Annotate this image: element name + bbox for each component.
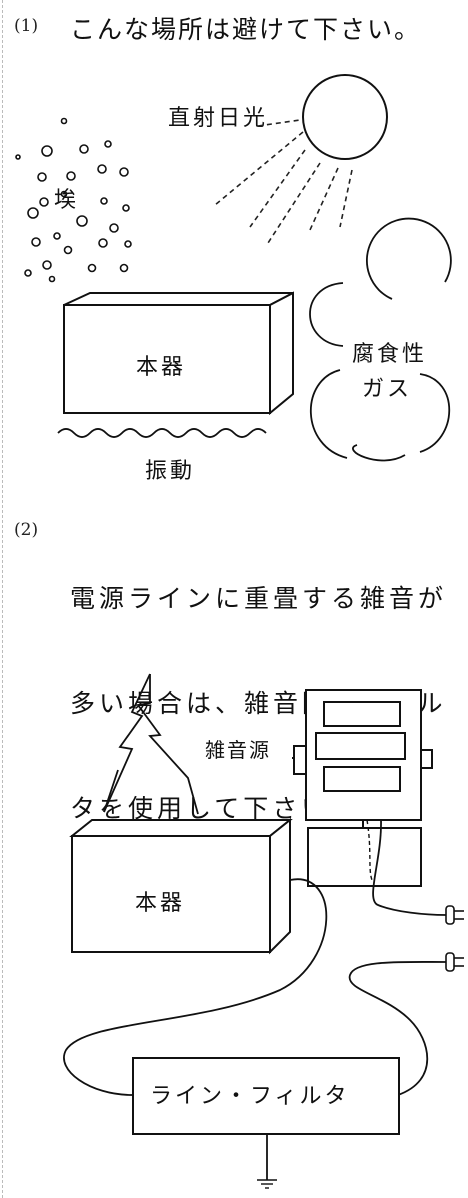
line-filter-label: ライン・フィルタ xyxy=(150,1084,350,1109)
dust-label: 埃 xyxy=(54,188,80,213)
sun-icon xyxy=(303,75,387,159)
section1-number: (1) xyxy=(14,16,39,36)
sunlight-label: 直射日光 xyxy=(168,106,269,131)
device-label-1: 本器 xyxy=(136,355,187,380)
corrosive-gas-label-line1: 腐食性 xyxy=(352,342,428,367)
ground-symbol-icon xyxy=(257,1180,277,1188)
section2-number: (2) xyxy=(14,520,39,540)
page-border xyxy=(2,0,3,1198)
section2-text-line: 電源ラインに重畳する雑音が xyxy=(70,584,448,613)
device-label-2: 本器 xyxy=(135,891,186,916)
plug-icon xyxy=(446,906,464,924)
line-filter-box xyxy=(132,1057,400,1135)
corrosive-gas-label-line2: ガス xyxy=(362,377,413,402)
plug-icon xyxy=(446,953,464,971)
noise-source-label: 雑音源 xyxy=(205,738,271,762)
vibration-label: 振動 xyxy=(145,459,196,484)
sun-rays xyxy=(215,120,352,243)
section1-heading: こんな場所は避けて下さい。 xyxy=(70,15,422,44)
